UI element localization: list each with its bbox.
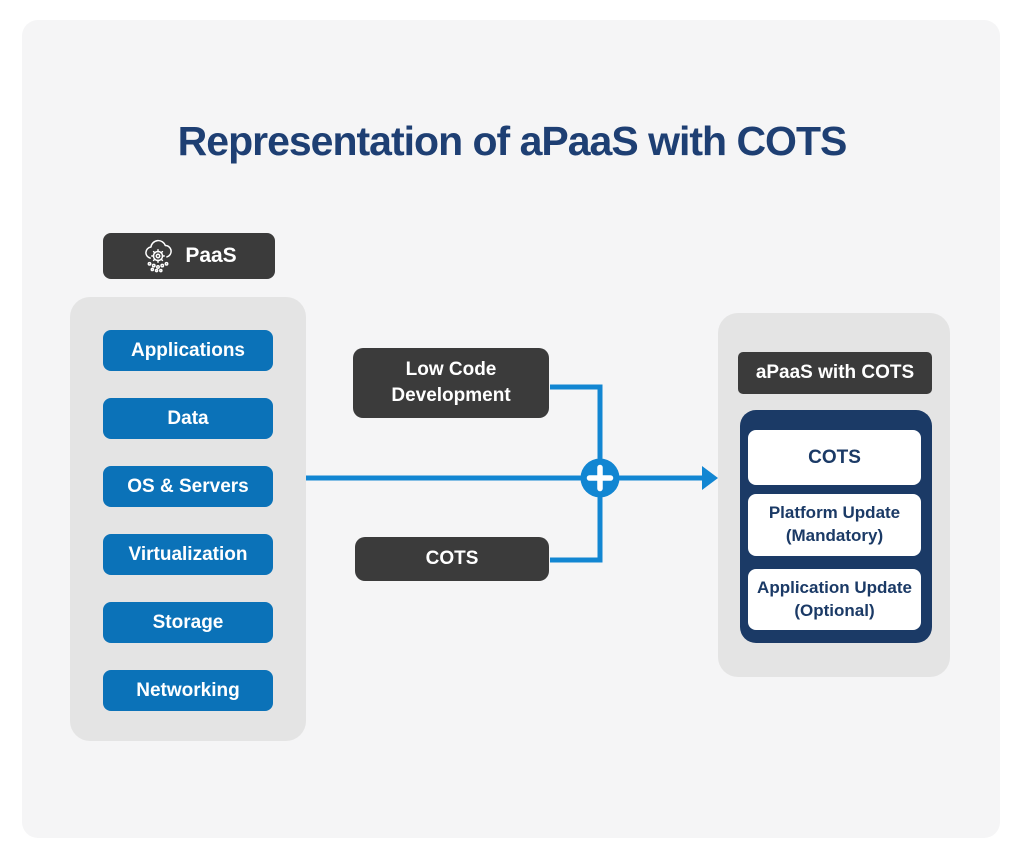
paas-chip-label: PaaS (185, 244, 237, 267)
cots-input-box: COTS (355, 537, 549, 581)
cloud-gear-icon (145, 239, 173, 273)
layer-networking: Networking (103, 670, 273, 711)
result-items-container: COTS Platform Update (Mandatory) Applica… (740, 410, 932, 643)
paas-stack-panel: Applications Data OS & Servers Virtualiz… (70, 297, 306, 741)
diagram-title: Representation of aPaaS with COTS (177, 118, 848, 164)
layer-data: Data (103, 398, 273, 439)
layer-virtualization: Virtualization (103, 534, 273, 575)
result-item-platform-update: Platform Update (Mandatory) (748, 494, 921, 556)
result-panel: aPaaS with COTS COTS Platform Update (Ma… (718, 313, 950, 677)
result-item-cots: COTS (748, 430, 921, 485)
layer-applications: Applications (103, 330, 273, 371)
layer-storage: Storage (103, 602, 273, 643)
result-panel-header: aPaaS with COTS (738, 352, 932, 394)
low-code-development-box: Low Code Development (353, 348, 549, 418)
paas-chip: PaaS (103, 233, 275, 279)
layer-os-servers: OS & Servers (103, 466, 273, 507)
result-item-application-update: Application Update (Optional) (748, 569, 921, 630)
